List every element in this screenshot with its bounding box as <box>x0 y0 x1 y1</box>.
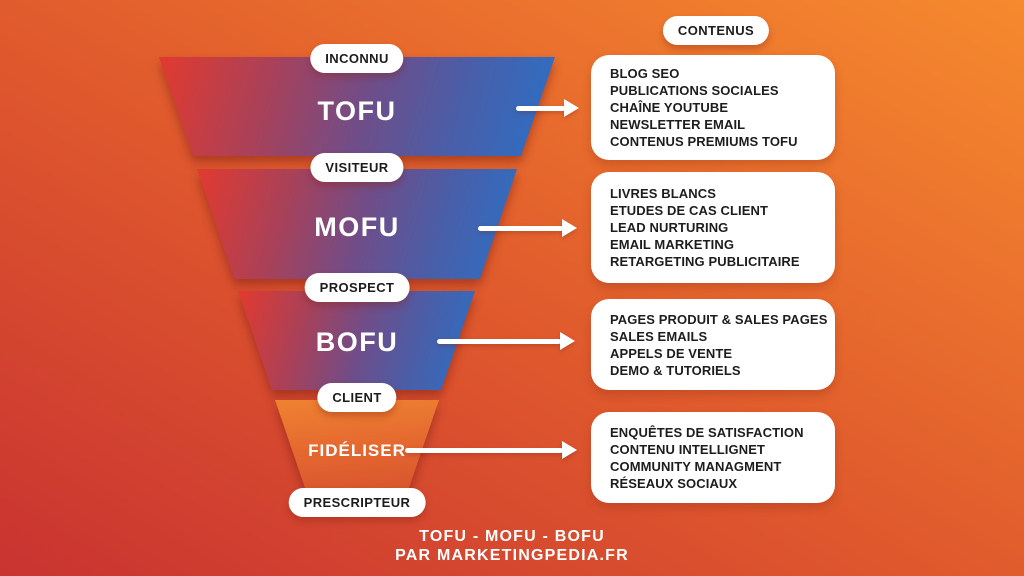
funnel-segment-tofu <box>159 57 555 156</box>
contents-header-pill: CONTENUS <box>662 16 770 45</box>
content-item: RÉSEAUX SOCIAUX <box>610 475 738 491</box>
funnel-stage-label-mofu: MOFU <box>314 212 400 242</box>
content-item: RETARGETING PUBLICITAIRE <box>610 254 800 269</box>
content-item: APPELS DE VENTE <box>610 345 733 361</box>
content-item: NEWSLETTER EMAIL <box>610 117 746 132</box>
content-item: CONTENUS PREMIUMS TOFU <box>610 134 798 149</box>
milestone-pill-prospect: PROSPECT <box>304 273 410 302</box>
arrow-icon-mofu <box>478 219 577 237</box>
footer-byline: PAR MARKETINGPEDIA.FR <box>395 547 629 564</box>
funnel-segment-bofu <box>238 291 475 390</box>
content-box-bofu: PAGES PRODUIT & SALES PAGES SALES EMAILS… <box>591 299 835 390</box>
funnel-segment-mofu <box>197 169 517 279</box>
funnel-segment-fideliser <box>275 400 439 488</box>
content-item: ETUDES DE CAS CLIENT <box>610 203 769 218</box>
milestone-pill-inconnu: INCONNU <box>310 44 404 73</box>
content-item: EMAIL MARKETING <box>610 237 735 252</box>
content-item: COMMUNITY MANAGMENT <box>610 458 782 474</box>
content-item: ENQUÊTES DE SATISFACTION <box>610 424 804 440</box>
content-item: SALES EMAILS <box>610 328 708 344</box>
content-item: PAGES PRODUIT & SALES PAGES <box>610 311 828 327</box>
arrow-icon-bofu <box>437 332 575 350</box>
milestone-pill-visiteur: VISITEUR <box>310 153 404 182</box>
footer-caption: TOFU - MOFU - BOFU PAR MARKETINGPEDIA.FR <box>395 527 629 565</box>
footer-title: TOFU - MOFU - BOFU <box>419 528 605 545</box>
content-item: BLOG SEO <box>610 66 680 81</box>
content-item: CONTENU INTELLIGNET <box>610 441 766 457</box>
content-item: DEMO & TUTORIELS <box>610 362 741 378</box>
content-item: LEAD NURTURING <box>610 220 729 235</box>
funnel-stage-label-bofu: BOFU <box>315 327 399 357</box>
content-item: CHAÎNE YOUTUBE <box>610 100 729 115</box>
arrow-icon-fideliser <box>405 441 577 459</box>
content-item: PUBLICATIONS SOCIALES <box>610 83 779 98</box>
milestone-pill-prescripteur: PRESCRIPTEUR <box>288 488 426 517</box>
content-item: LIVRES BLANCS <box>610 186 717 201</box>
funnel-stage-label-fideliser: FIDÉLISER <box>308 441 406 460</box>
arrow-icon-tofu <box>516 99 579 117</box>
content-box-tofu: BLOG SEO PUBLICATIONS SOCIALES CHAÎNE YO… <box>591 55 835 160</box>
funnel-stage-label-tofu: TOFU <box>317 96 397 126</box>
milestone-pill-client: CLIENT <box>317 383 397 412</box>
content-box-fideliser: ENQUÊTES DE SATISFACTION CONTENU INTELLI… <box>591 412 835 503</box>
content-box-mofu: LIVRES BLANCS ETUDES DE CAS CLIENT LEAD … <box>591 172 835 283</box>
